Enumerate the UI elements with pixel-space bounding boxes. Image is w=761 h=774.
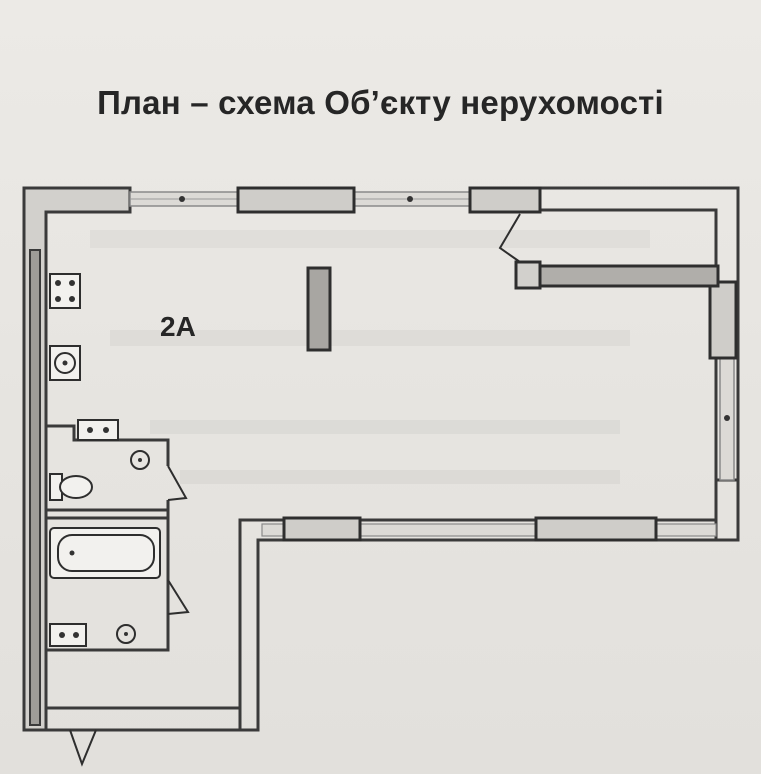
plan-title: План – схема Об’єкту нерухомості <box>97 84 664 121</box>
top-windows <box>129 186 542 214</box>
washbasin-1 <box>77 419 119 441</box>
unit-label: 2A <box>160 311 196 342</box>
washbasin-2 <box>49 623 87 647</box>
paper-texture <box>90 230 650 484</box>
bottom-windows <box>261 516 717 542</box>
central-column <box>306 266 332 352</box>
right-windows <box>708 280 738 481</box>
bath-door-2 <box>167 579 190 615</box>
kitchen-stove <box>49 273 81 309</box>
upper-right-partition <box>498 213 720 290</box>
bathroom-walls <box>46 424 170 652</box>
toilet <box>49 473 93 501</box>
left-wall-strip <box>29 249 41 726</box>
bath-door-1 <box>167 465 188 501</box>
shower-drain <box>130 450 150 470</box>
kitchen-sink <box>49 345 81 381</box>
entrance-door <box>46 706 130 767</box>
bathtub <box>49 527 161 579</box>
floor-drain <box>116 624 136 644</box>
